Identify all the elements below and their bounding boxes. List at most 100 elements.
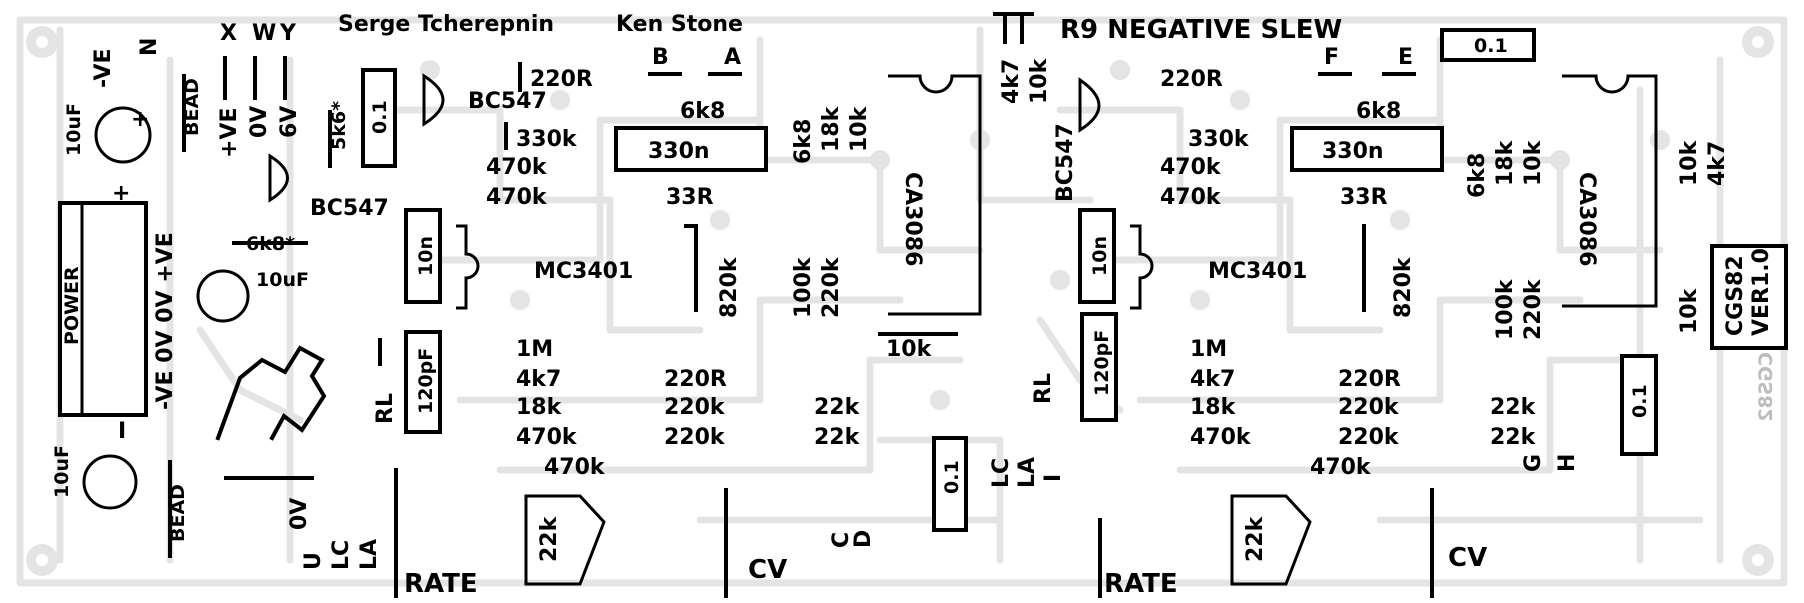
- ic-mc3401-b-notch: [1130, 224, 1154, 310]
- transistor-label-a: BC547: [468, 89, 547, 114]
- vres-label-10k-a: 10k: [847, 105, 872, 152]
- pin-label-w: W: [252, 21, 276, 46]
- pin-label-g: G: [1521, 454, 1546, 472]
- res-label-470k-a-low: 470k: [544, 455, 606, 480]
- vres-label-6k8-b: 6k8: [1465, 153, 1490, 198]
- board-id-line2: VER1.0: [1749, 248, 1774, 336]
- pin-label-n: N: [137, 38, 162, 56]
- res-label-470k-a: 470k: [516, 425, 578, 450]
- potentiometer-22k-b: [1230, 494, 1312, 586]
- capacitor-330n-b: [1290, 126, 1444, 172]
- res-label-220k-b2: 220k: [1338, 425, 1400, 450]
- board-id-box: [1710, 244, 1788, 350]
- cap-label-330n-b: 330n: [1322, 139, 1384, 164]
- pin-label-la-mid: LA: [1015, 457, 1040, 488]
- cap-label-10uf-bottom: 10uF: [51, 445, 73, 498]
- pin-label-0v-a: 0V: [287, 498, 312, 530]
- res-label-4k7-b: 4k7: [1190, 367, 1235, 392]
- board-id: CGS82 VER1.0 CGS82: [1710, 244, 1788, 422]
- res-label-220k-b1: 220k: [1338, 395, 1400, 420]
- vres-label-220k-b: 220k: [1521, 278, 1546, 340]
- res-label-22k-a2: 22k: [814, 425, 861, 450]
- pin-label-x: X: [220, 21, 237, 46]
- res-label-4k7-a: 4k7: [516, 367, 561, 392]
- pin-label-i-mid: I: [1041, 474, 1066, 482]
- potentiometer-22k-a: [524, 494, 606, 586]
- capacitor-10uf-mid: [196, 269, 250, 323]
- pin-label-e: E: [1398, 45, 1413, 70]
- credit-author-1: Serge Tcherepnin: [338, 12, 554, 37]
- capacitor-10uf-top: [94, 106, 152, 164]
- channel-b: BC547 220R F E 330k 470k 470k 6k8 330n 3…: [1031, 28, 1730, 599]
- header-text: Serge Tcherepnin Ken Stone R9 NEGATIVE S…: [338, 12, 1342, 45]
- pin-label-la-a: LA: [357, 539, 382, 570]
- res-label-33r-b: 33R: [1340, 185, 1388, 210]
- transistor-bc547-a: [422, 73, 445, 127]
- res-label-22k-b1: 22k: [1490, 395, 1537, 420]
- pin-label-f: F: [1324, 45, 1339, 70]
- res-label-220r-top-b: 220R: [1160, 67, 1223, 92]
- transistor-bc547-b: [1078, 77, 1101, 133]
- capacitor-10n-a: [404, 208, 442, 304]
- res-label-22k-a1: 22k: [814, 395, 861, 420]
- cap-label-10uf-top: 10uF: [63, 103, 85, 156]
- capacitor-0-1-power: [361, 68, 397, 168]
- capacitor-0-1-top-b: [1440, 28, 1536, 62]
- vres-label-10k-mid: 10k: [1027, 57, 1052, 104]
- pin-label-pos-ve: +VE: [217, 108, 242, 159]
- middle-strip: 4k7 10k 0.1 LC LA I: [932, 57, 1066, 532]
- rate-label-a: RATE: [404, 569, 478, 599]
- res-label-18k-a: 18k: [516, 395, 563, 420]
- channel-a: BC547 220R B A 330k 470k 470k 6k8 330n 3…: [287, 45, 982, 599]
- capacitor-120pf-b: [1080, 312, 1118, 422]
- transistor-bc547-power: [268, 153, 289, 203]
- bead-label-top: BEAD: [181, 78, 203, 136]
- res-label-470k-b1: 470k: [1160, 155, 1222, 180]
- capacitor-330n-a: [614, 126, 768, 172]
- vres-label-100k-b: 100k: [1493, 278, 1518, 340]
- ic-label-mc3401-b: MC3401: [1208, 259, 1307, 284]
- unicorn-logo: [215, 345, 327, 441]
- credit-author-2: Ken Stone: [616, 12, 743, 37]
- cap-label-120pf-b: 120pF: [1091, 330, 1113, 396]
- pin-label-lc-mid: LC: [989, 458, 1014, 488]
- vres-label-4k7-b: 4k7: [1705, 141, 1730, 186]
- cap-label-330n-a: 330n: [648, 139, 710, 164]
- vres-label-18k-a: 18k: [819, 105, 844, 152]
- capacitor-0-1-mid: [932, 436, 968, 532]
- cap-label-10uf-mid: 10uF: [256, 269, 309, 291]
- res-label-470k-b-low: 470k: [1310, 455, 1372, 480]
- vres-label-820k-b: 820k: [1391, 256, 1416, 318]
- res-label-1m-a: 1M: [516, 337, 553, 362]
- res-label-6k8-a: 6k8: [680, 99, 725, 124]
- res-label-rl-b: RL: [1031, 373, 1056, 404]
- res-label-220k-a1: 220k: [664, 395, 726, 420]
- ic-label-ca3086-a: CA3086: [900, 172, 925, 266]
- copper-layer: [16, 16, 1788, 587]
- res-label-330k-b: 330k: [1188, 127, 1250, 152]
- res-label-220k-a2: 220k: [664, 425, 726, 450]
- cap-label-0-1-mid: 0.1: [941, 460, 963, 494]
- pin-label-y: Y: [279, 21, 297, 46]
- res-label-470k-a2: 470k: [486, 185, 548, 210]
- cap-label-10n-b: 10n: [1089, 236, 1111, 276]
- pin-label-d: D: [851, 530, 876, 548]
- pot-label-22k-a: 22k: [537, 515, 562, 562]
- vres-label-6k8-a: 6k8: [791, 119, 816, 164]
- capacitor-10uf-bottom: [82, 454, 138, 510]
- pin-label-6v: 6V: [277, 106, 302, 138]
- cap-polarity-plus: +: [131, 107, 149, 132]
- power-connector-minus: I: [118, 419, 126, 444]
- ic-label-ca3086-b: CA3086: [1574, 172, 1599, 266]
- res-label-220r-b: 220R: [1338, 367, 1401, 392]
- vres-label-220k-a: 220k: [819, 256, 844, 318]
- cv-label-a: CV: [748, 555, 787, 585]
- pin-label-0v: 0V: [247, 106, 272, 138]
- res-label-18k-b: 18k: [1190, 395, 1237, 420]
- res-label-33r-a: 33R: [666, 185, 714, 210]
- cap-label-0-1-right-b: 0.1: [1629, 384, 1651, 418]
- board-id-line1: CGS82: [1723, 255, 1748, 336]
- pin-label-a: A: [724, 45, 741, 70]
- pin-label-lc-a: LC: [329, 540, 354, 570]
